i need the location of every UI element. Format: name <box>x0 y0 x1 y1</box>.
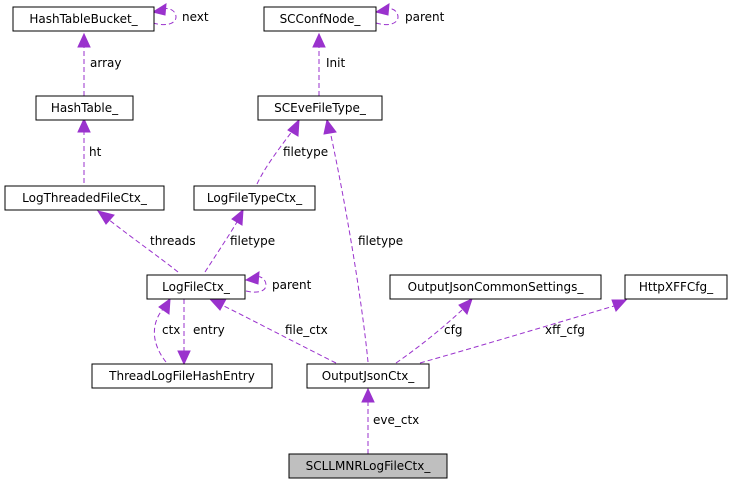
edge-label-parent-confnode: parent <box>405 10 445 24</box>
node-label-outputjsoncommonsettings: OutputJsonCommonSettings_ <box>408 280 585 294</box>
edge-xff-cfg: xff_cfg <box>419 299 628 364</box>
edge-entry: entry <box>177 299 225 366</box>
node-label-outputjsonctx: OutputJsonCtx_ <box>322 369 416 383</box>
node-logfiletypectx[interactable]: LogFileTypeCtx_ <box>193 185 316 211</box>
node-httpxffcfg[interactable]: HttpXFFCfg_ <box>624 274 728 300</box>
node-label-httpxffcfg: HttpXFFCfg_ <box>639 280 714 294</box>
node-scevefiletype[interactable]: SCEveFileType_ <box>257 95 383 121</box>
node-label-logfiletypectx: LogFileTypeCtx_ <box>207 191 303 205</box>
node-scconfnode[interactable]: SCConfNode_ <box>263 6 377 32</box>
edge-label-ctx: ctx <box>162 323 180 337</box>
node-threadlogfilehashentry[interactable]: ThreadLogFileHashEntry <box>91 363 273 389</box>
node-label-hashtable: HashTable_ <box>51 101 119 115</box>
edge-label-array: array <box>90 56 121 70</box>
edge-parent-logfilectx: parent <box>244 271 312 293</box>
edge-label-cfg: cfg <box>444 323 462 337</box>
node-label-scllmnrlogfilectx: SCLLMNRLogFileCtx_ <box>306 459 432 473</box>
edge-filetype-json: filetype <box>323 118 403 363</box>
edge-label-threads: threads <box>150 234 196 248</box>
edge-label-entry: entry <box>193 323 225 337</box>
edge-label-init: Init <box>326 56 345 70</box>
node-label-hashtablebucket: HashTableBucket_ <box>29 12 138 26</box>
edge-label-filetype-json: filetype <box>358 234 403 248</box>
node-label-logfilectx: LogFileCtx_ <box>162 280 231 294</box>
node-logfilectx[interactable]: LogFileCtx_ <box>146 274 246 300</box>
node-hashtable[interactable]: HashTable_ <box>35 95 134 121</box>
edge-next: next <box>151 3 209 26</box>
node-logthreadedfilectx[interactable]: LogThreadedFileCtx_ <box>4 185 165 211</box>
node-label-logthreadedfilectx: LogThreadedFileCtx_ <box>22 191 148 205</box>
edge-label-ht: ht <box>89 145 102 159</box>
edge-parent-confnode: parent <box>374 3 445 26</box>
edge-ctx: ctx <box>153 297 180 363</box>
edge-label-next: next <box>182 10 209 24</box>
edge-label-filetype-type: filetype <box>230 234 275 248</box>
node-label-scconfnode: SCConfNode_ <box>280 12 362 26</box>
node-label-scevefiletype: SCEveFileType_ <box>274 101 367 115</box>
edge-array: array <box>77 32 121 96</box>
edge-label-parent-logfilectx: parent <box>272 278 312 292</box>
node-label-threadlogfilehashentry: ThreadLogFileHashEntry <box>108 369 255 383</box>
edge-eve-ctx: eve_ctx <box>361 387 419 454</box>
edge-label-eve-ctx: eve_ctx <box>373 413 419 427</box>
edge-filetype-type: filetype <box>204 208 275 273</box>
node-hashtablebucket[interactable]: HashTableBucket_ <box>12 6 155 32</box>
edge-threads: threads <box>96 210 196 273</box>
edge-label-file-ctx: file_ctx <box>285 323 328 337</box>
edge-cfg: cfg <box>395 298 473 364</box>
node-outputjsoncommonsettings[interactable]: OutputJsonCommonSettings_ <box>389 274 602 300</box>
node-outputjsonctx[interactable]: OutputJsonCtx_ <box>306 363 430 389</box>
edge-label-xff-cfg: xff_cfg <box>545 323 585 337</box>
edge-ht: ht <box>77 117 102 183</box>
node-scllmnrlogfilectx[interactable]: SCLLMNRLogFileCtx_ <box>288 453 448 479</box>
edge-file-ctx: file_ctx <box>208 298 337 364</box>
edge-init: Init <box>312 32 345 96</box>
edge-filetype-eve: filetype <box>256 118 328 185</box>
edge-label-filetype-eve: filetype <box>283 145 328 159</box>
